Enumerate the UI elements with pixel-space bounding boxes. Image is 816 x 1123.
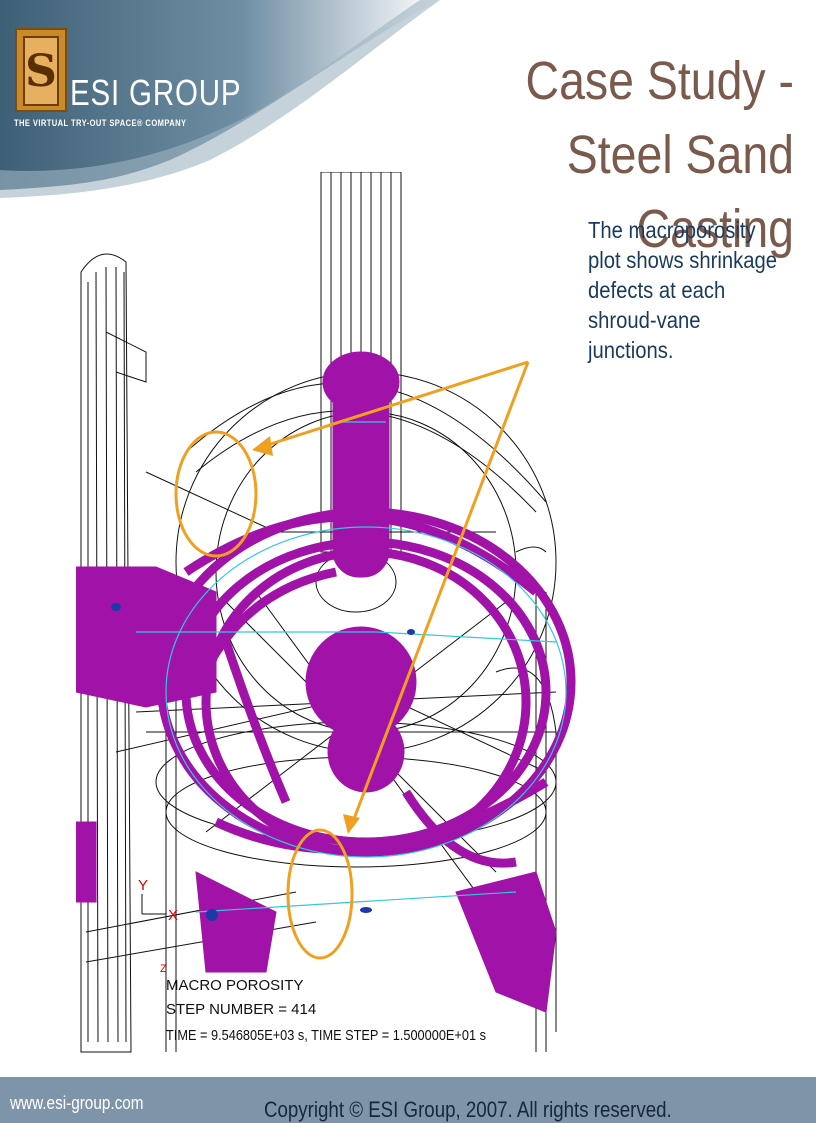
- axis-triad: Y X Z: [138, 877, 178, 975]
- arrowheads: [252, 436, 360, 834]
- esi-group-logo: S ESI GROUP THE VIRTUAL TRY-OUT SPACE® C…: [12, 24, 241, 134]
- arrow-line-upper: [257, 360, 529, 450]
- logo-letter: S: [25, 46, 57, 97]
- inner-spots: [111, 603, 415, 921]
- logo-tagline: THE VIRTUAL TRY-OUT SPACE® COMPANY: [14, 118, 187, 128]
- result-line-2: STEP NUMBER = 414: [166, 1001, 316, 1018]
- macroporosity-plot: Y X Z MACRO POROSITY STEP NUMBER = 414 T…: [76, 172, 576, 1053]
- footer-bar: www.esi-group.com Copyright © ESI Group,…: [0, 1077, 816, 1123]
- defect-circle-lower: [286, 828, 354, 960]
- defect-circle-upper: [174, 430, 258, 558]
- defect-highlights: [174, 360, 530, 960]
- header-swoosh: [0, 0, 440, 198]
- axis-x-label: X: [168, 907, 178, 924]
- logo-mark: S: [15, 28, 67, 112]
- logo-name: ESI GROUP: [70, 72, 242, 113]
- slide-caption: The macroporosity plot shows shrinkage d…: [588, 217, 778, 363]
- axis-z-label: Z: [160, 963, 167, 975]
- footer-url[interactable]: www.esi-group.com: [10, 1093, 144, 1113]
- result-readout: MACRO POROSITY STEP NUMBER = 414 TIME = …: [166, 977, 486, 1044]
- result-line-1: MACRO POROSITY: [166, 977, 304, 994]
- arrow-line-lower: [350, 361, 530, 825]
- mesh-edges: [136, 421, 567, 913]
- axis-y-label: Y: [138, 877, 148, 894]
- footer-copyright: Copyright © ESI Group, 2007. All rights …: [264, 1097, 672, 1122]
- result-line-3: TIME = 9.546805E+03 s, TIME STEP = 1.500…: [166, 1027, 486, 1044]
- porosity-regions: [76, 351, 557, 1013]
- slide-title: Case Study - Steel Sand Casting: [525, 51, 794, 259]
- porosity-bands: [156, 507, 576, 868]
